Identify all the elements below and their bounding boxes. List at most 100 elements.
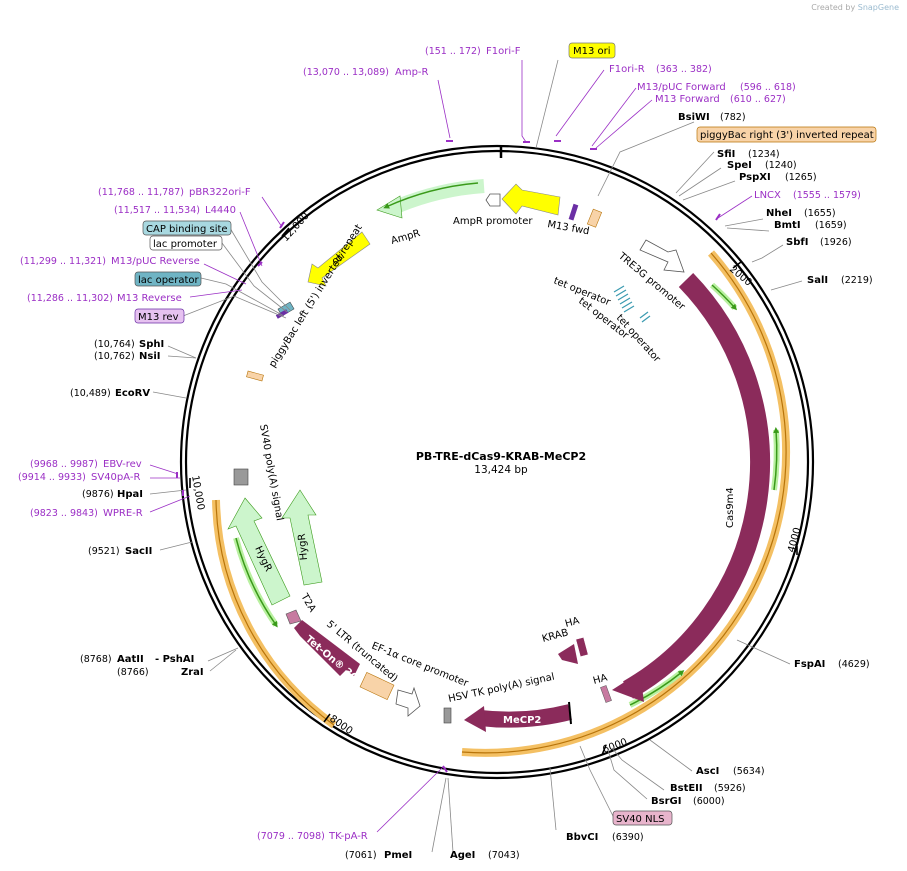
primer-coord-m13-puc-reverse: (11,299 .. 11,321) [20,256,106,267]
primer-label-lncx: LNCX [754,190,781,201]
piggybac-right-block [586,208,603,228]
tet-on-3g-arrow [294,620,360,676]
site-coord-aatii: (8768) [80,654,112,665]
site-coord-nhei: (1655) [804,208,836,219]
inner-label-ha-1: HA [564,616,581,630]
cas9m4-arrowhead [612,672,644,702]
tick-label-6000: 6000 [601,737,629,756]
primer-label-m13-forward: M13 Forward [655,94,720,105]
primer-coord-sv40pa-r: (9914 .. 9933) [18,472,86,483]
tick-label-8000: 8000 [327,713,354,737]
site-label-bsrgi: BsrGI [651,796,681,807]
feature-label-cap-binding-site: CAP binding site [146,224,228,235]
snapgene-credit: Created by SnapGene [811,3,899,12]
credit-brand: SnapGene [857,3,899,12]
primer-label-tk-pa-r: TK-pA-R [328,831,368,842]
primer-coord-amp-r: (13,070 .. 13,089) [303,67,389,78]
orf-arrow-1-line [711,284,737,311]
primer-label-f1ori-r: F1ori-R [609,64,645,75]
ltr-block [359,672,395,700]
site-coord-zrai: (8766) [117,667,149,678]
backbone-outer [179,144,815,780]
site-label-zrai: ZraI [181,667,204,678]
hygr-arrow-inner [281,489,323,586]
site-coord-hpai: (9876) [82,489,114,500]
outer-feature-band-left [212,499,337,729]
site-coord-pmei: (7061) [345,850,377,861]
site-label-asci: AscI [696,766,719,777]
primer-label-m13-puc-reverse: M13/pUC Reverse [111,256,200,267]
hsv-tk-polya-block [443,707,452,724]
inner-label-m13-fwd: M13 fwd [546,219,590,237]
tet-operator-marks [613,285,651,323]
site-label-bsteii: BstEII [670,783,703,794]
primer-coord-m13-reverse: (11,286 .. 11,302) [27,293,113,304]
site-label-agei: AgeI [450,850,475,861]
tick-label-10000: 10,000 [189,475,206,511]
inner-label-sv40-polya: SV40 poly(A) signal [257,424,285,522]
orf-arrow-4-line [235,537,278,628]
position-ticks [189,227,798,756]
feature-label-lac-operator: lac operator [138,275,199,286]
orf-arrow-3-line [629,670,685,706]
outer-feature-band-right-core [461,252,787,754]
inner-label-krab: KRAB [541,627,570,645]
primer-leader-lines [149,60,753,833]
primer-label-f1ori-f: F1ori-F [486,46,521,57]
primer-coord-m13-forward: (610 .. 627) [730,94,786,105]
site-coord-nsii: (10,762) [94,351,135,362]
site-label-pmei: PmeI [384,850,412,861]
site-coord-pspxi: (1265) [785,172,817,183]
site-coord-agei: (7043) [488,850,520,861]
primer-coord-pbr322ori-f: (11,768 .. 11,787) [98,187,184,198]
feature-label-lac-promoter: lac promoter [153,239,218,250]
site-label-sfii: SfiI [717,149,735,160]
site-coord-sali: (2219) [841,275,873,286]
site-label-sali: SalI [807,275,828,286]
site-label-aatii: AatII [117,654,144,665]
primer-coord-f1ori-f: (151 .. 172) [425,46,481,57]
mecp2-feature [479,704,572,728]
backbone-inner [184,149,810,775]
piggybac-left-block [246,370,264,382]
mecp2-end-mark [568,701,572,725]
site-coord-sfii: (1234) [748,149,780,160]
site-coord-sacii: (9521) [88,546,120,557]
primer-coord-f1ori-r: (363 .. 382) [656,64,712,75]
primer-label-ebv-rev: EBV-rev [103,459,142,470]
inner-label-cas9m4: Cas9m4 [725,487,736,528]
site-label-bsiwi: BsiWI [678,112,710,123]
ha-block-2 [600,685,612,703]
site-label-sacii: SacII [125,546,152,557]
primer-label-m13-reverse: M13 Reverse [117,293,182,304]
site-label-bbvci: BbvCI [566,832,598,843]
site-coord-fspai: (4629) [838,659,870,670]
feature-box-lac-operator: lac operator [134,271,202,287]
t2a-mark [285,609,302,625]
primer-marks [176,140,721,773]
primer-label-sv40pa-r: SV40pA-R [91,472,140,483]
inner-label-t2a: T2A [298,591,318,614]
ha-block-1 [575,636,589,658]
ampr-orf-line [383,182,479,209]
plasmid-name: PB-TRE-dCas9-KRAB-MeCP2 [416,450,586,463]
outer-feature-band-left-core [215,499,335,726]
site-coord-bmti: (1659) [815,220,847,231]
site-label-hpai: HpaI [117,489,143,500]
credit-prefix: Created by [811,3,856,12]
plasmid-length: 13,424 bp [474,464,528,476]
site-label-spei: SpeI [727,160,752,171]
site-coord-bsrgi: (6000) [693,796,725,807]
mecp2-label: MeCP2 [503,715,541,726]
primer-coord-m13-puc-forward: (596 .. 618) [740,82,796,93]
ori-arrow [307,231,371,287]
krab-arrow [558,644,578,664]
leader-lines [149,59,803,853]
site-label-fspai: FspAI [794,659,825,670]
inner-label-ha-2: HA [592,673,609,687]
feature-label-piggybac-right: piggyBac right (3') inverted repeat [700,130,874,141]
site-coord-spei: (1240) [765,160,797,171]
feature-box-piggybac-right: piggyBac right (3') inverted repeat [696,126,877,143]
hygr-arrow-outer [227,497,291,606]
sv40-polya-block [233,468,249,486]
